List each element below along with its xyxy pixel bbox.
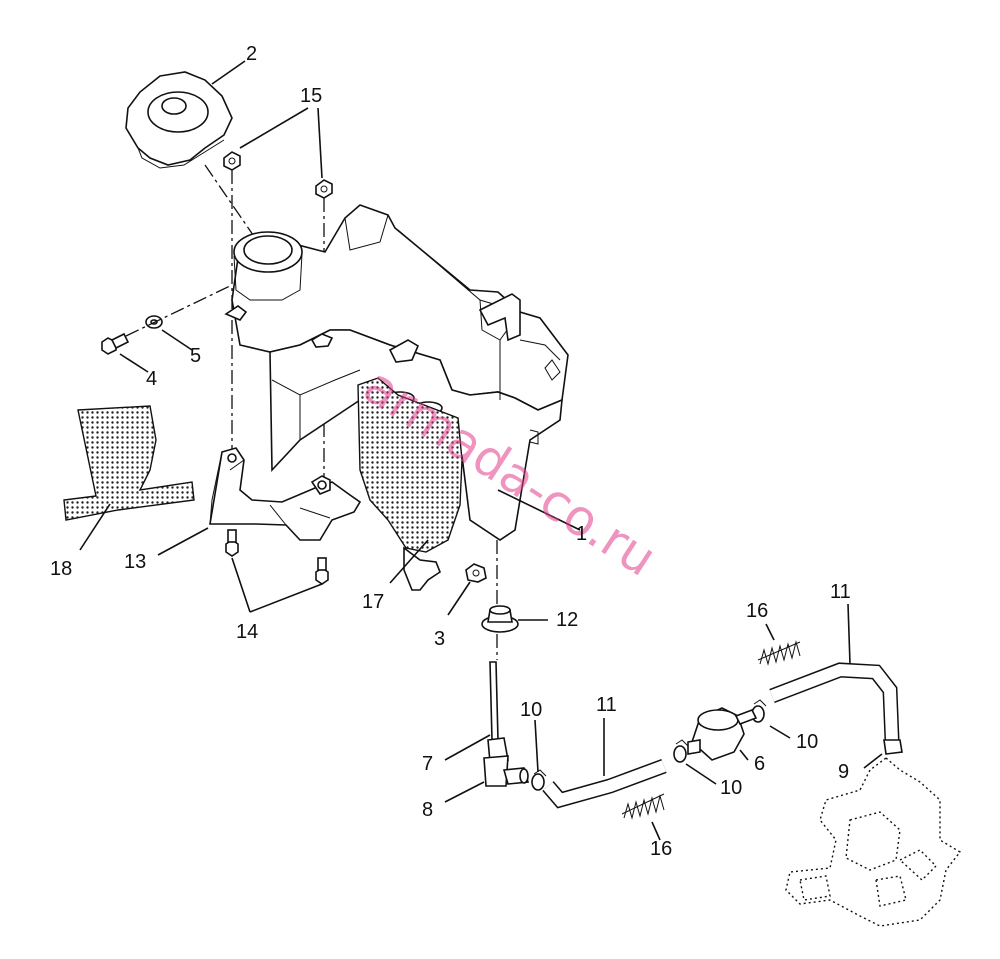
sheet-17 [357, 377, 463, 553]
callout-10c: 10 [796, 731, 818, 753]
grommet-12 [481, 605, 519, 633]
hose-11b-inner [769, 663, 898, 741]
filler-cap [125, 71, 233, 169]
callout-11b: 11 [830, 581, 851, 603]
bolt-4 [101, 332, 130, 355]
callout-3: 3 [434, 628, 445, 650]
leader-lines [79, 60, 883, 841]
nut-3 [465, 563, 487, 583]
hose-11b [769, 662, 900, 741]
callout-5: 5 [190, 345, 201, 367]
callout-8: 8 [422, 799, 433, 821]
pickup-7 [487, 661, 509, 763]
callout-12: 12 [556, 609, 578, 631]
hose-11a-inner [543, 760, 667, 807]
nut-15a [223, 151, 241, 171]
injection-pump-outline [785, 757, 962, 927]
callout-17: 17 [362, 591, 384, 613]
clamp-10a [531, 769, 547, 791]
bolt-14b [315, 557, 329, 585]
pad-18 [63, 405, 195, 521]
callout-10b: 10 [720, 777, 742, 799]
callout-13: 13 [124, 551, 146, 573]
axis-4-5 [125, 284, 233, 337]
bracket-13 [209, 447, 362, 541]
filter-6 [687, 707, 758, 761]
spring-16b [621, 793, 665, 820]
callout-15: 15 [300, 85, 322, 107]
bolt-14a [225, 529, 239, 557]
callout-6: 6 [754, 753, 765, 775]
callout-2: 2 [246, 43, 257, 65]
nut-15b [315, 179, 333, 199]
callout-4: 4 [146, 368, 157, 390]
pump-8 [483, 755, 530, 787]
callout-9: 9 [838, 761, 849, 783]
callout-7: 7 [422, 753, 433, 775]
callout-10a: 10 [520, 699, 542, 721]
callout-1: 1 [576, 523, 587, 545]
callout-16a: 16 [746, 600, 768, 622]
tank [224, 204, 569, 541]
callout-18: 18 [50, 558, 72, 580]
tank-lower-bracket [403, 546, 441, 591]
fitting-9 [883, 739, 903, 755]
callout-16b: 16 [650, 838, 672, 860]
clamp-10b [673, 739, 689, 763]
callout-11a: 11 [596, 694, 617, 716]
spring-16a [757, 640, 801, 666]
callout-14: 14 [236, 621, 258, 643]
